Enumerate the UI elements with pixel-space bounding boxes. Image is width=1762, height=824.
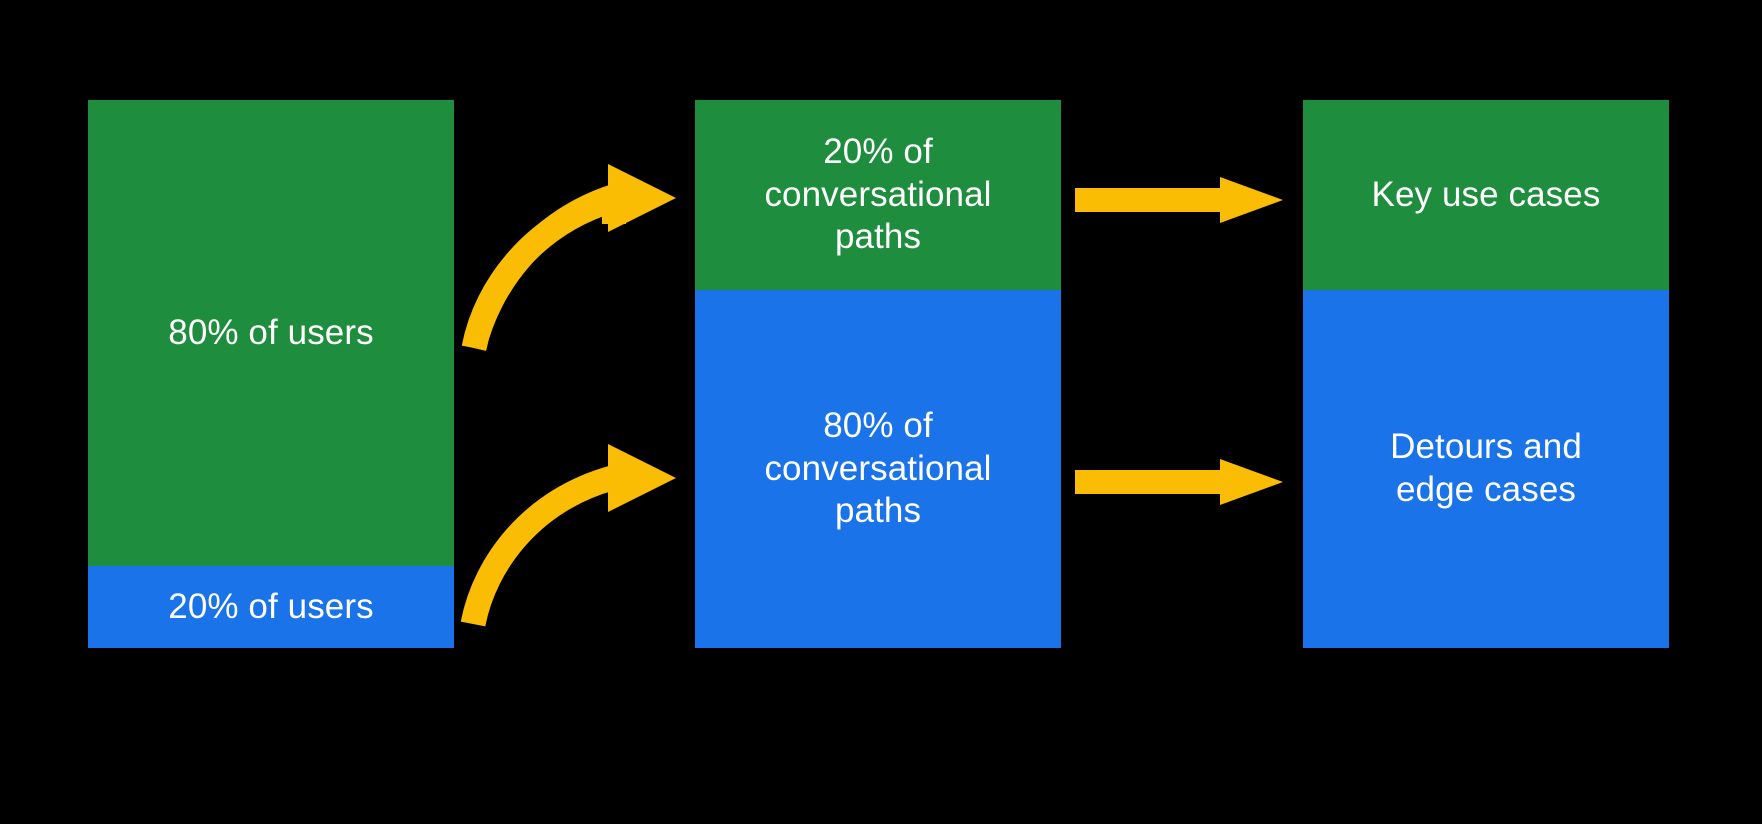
column-conversational-paths: 20% of conversational paths 80% of conve… — [695, 100, 1061, 648]
segment-users-blue-label: 20% of users — [168, 586, 374, 626]
straight-arrow-top-icon — [1075, 177, 1283, 223]
segment-paths-green-label: 20% of conversational paths — [764, 131, 992, 257]
segment-users-green: 80% of users — [88, 100, 454, 566]
curved-arrow-top-icon — [461, 164, 676, 351]
segment-users-blue: 20% of users — [88, 566, 454, 648]
column-use-cases: Key use cases Detours and edge cases — [1303, 100, 1669, 648]
segment-cases-blue: Detours and edge cases — [1303, 290, 1669, 648]
segment-cases-green: Key use cases — [1303, 100, 1669, 290]
column-users: 80% of users 20% of users — [88, 100, 454, 648]
segment-paths-blue: 80% of conversational paths — [695, 290, 1061, 648]
segment-cases-green-label: Key use cases — [1371, 174, 1601, 214]
curved-arrow-bottom-icon — [460, 444, 676, 627]
straight-arrow-bottom-icon — [1075, 459, 1283, 505]
segment-cases-blue-label: Detours and edge cases — [1390, 427, 1582, 509]
segment-paths-blue-label: 80% of conversational paths — [764, 405, 992, 531]
segment-users-green-label: 80% of users — [168, 312, 374, 352]
segment-paths-green: 20% of conversational paths — [695, 100, 1061, 290]
